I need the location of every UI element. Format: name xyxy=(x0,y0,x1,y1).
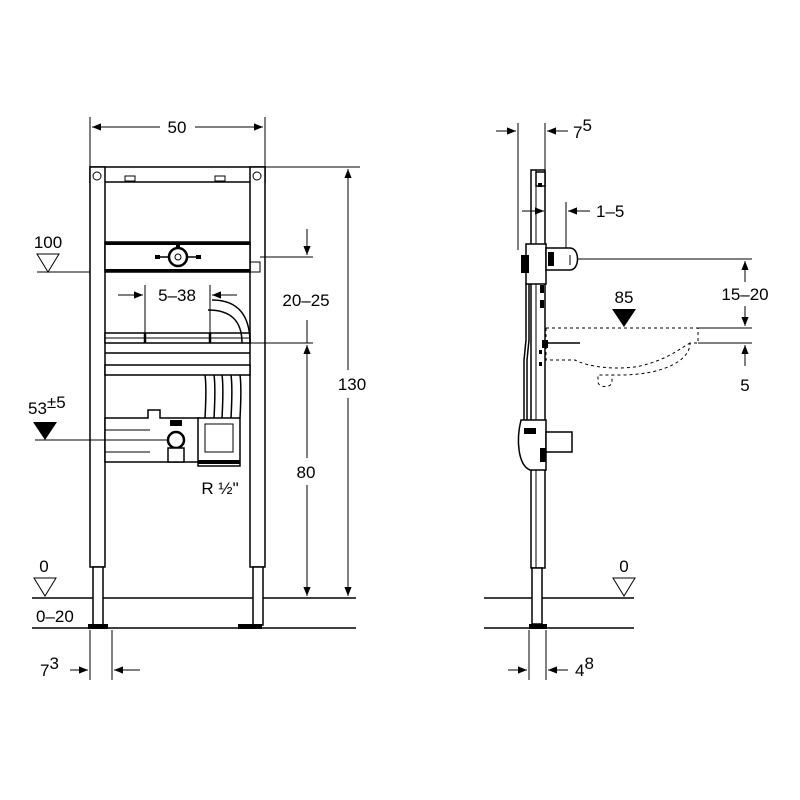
adjust-1-5-dimension: 1–5 xyxy=(522,202,624,248)
level-5-label: 5 xyxy=(740,376,749,395)
height-80-label: 80 xyxy=(297,463,316,482)
level-100-marker: 100 xyxy=(34,233,90,273)
depth-bottom-dimension: 48 xyxy=(508,630,594,680)
adjust-20-25-dimension: 20–25 xyxy=(260,229,330,343)
foot-offset-sup: 3 xyxy=(49,654,58,673)
height-80-dimension: 80 xyxy=(250,342,316,596)
level-53-triangle xyxy=(33,422,57,440)
depth-top-dimension: 75 xyxy=(496,116,592,250)
adjust-1-5-label: 1–5 xyxy=(596,202,624,221)
level-0-marker: 0 xyxy=(33,557,57,597)
depth-bottom-label: 48 xyxy=(575,654,594,680)
depth-bottom-value: 4 xyxy=(575,661,584,680)
adjust-15-20-label: 15–20 xyxy=(721,285,768,304)
level-85-marker: 85 xyxy=(612,288,636,327)
level-85-triangle xyxy=(612,309,636,327)
washbasin-outline xyxy=(539,327,699,387)
side-level-0-triangle xyxy=(612,577,636,597)
upper-mounting-plate xyxy=(104,241,261,273)
level-53-value: 53 xyxy=(28,399,47,418)
lower-mounting-plate xyxy=(104,409,241,467)
side-view: 75 1–5 15–20 85 5 xyxy=(484,116,769,680)
adjust-15-20-dimension: 15–20 xyxy=(578,258,769,329)
level-5-dimension: 5 xyxy=(698,342,752,395)
supply-pipes xyxy=(204,299,251,419)
side-upper-fittings xyxy=(521,243,579,420)
level-85-label: 85 xyxy=(615,288,634,307)
thread-size-label: R ½" xyxy=(201,479,238,498)
mid-crossbars xyxy=(104,332,251,376)
height-dimension: 130 xyxy=(265,166,366,596)
range-0-20-label: 0–20 xyxy=(36,607,74,626)
level-100-label: 100 xyxy=(34,233,62,252)
side-level-0-label: 0 xyxy=(619,557,628,576)
width-label: 50 xyxy=(168,118,187,137)
adjust-20-25-label: 20–25 xyxy=(282,291,329,310)
front-view: 50 130 100 20–25 5–38 xyxy=(28,117,366,680)
foot-offset-value: 7 xyxy=(40,661,49,680)
depth-top-label: 75 xyxy=(573,116,592,142)
depth-top-value: 7 xyxy=(573,123,582,142)
side-level-0-marker: 0 xyxy=(612,557,636,597)
level-53-marker: 53±5 xyxy=(28,393,168,441)
level-100-triangle xyxy=(36,253,60,273)
frame-outline xyxy=(88,166,266,629)
foot-offset-dimension: 73 xyxy=(40,630,140,680)
adjust-5-38-label: 5–38 xyxy=(158,286,196,305)
depth-top-sup: 5 xyxy=(582,116,591,135)
level-53-label: 53±5 xyxy=(28,393,66,418)
level-0-triangle xyxy=(33,577,57,597)
foot-offset-label: 73 xyxy=(40,654,59,680)
depth-bottom-sup: 8 xyxy=(584,654,593,673)
level-53-tolerance: ±5 xyxy=(47,393,66,412)
height-label: 130 xyxy=(338,375,366,394)
side-lower-fittings xyxy=(517,419,573,471)
level-0-label: 0 xyxy=(39,557,48,576)
side-frame-profile xyxy=(529,169,547,629)
width-dimension: 50 xyxy=(89,117,266,167)
adjust-5-38-dimension: 5–38 xyxy=(118,285,237,333)
